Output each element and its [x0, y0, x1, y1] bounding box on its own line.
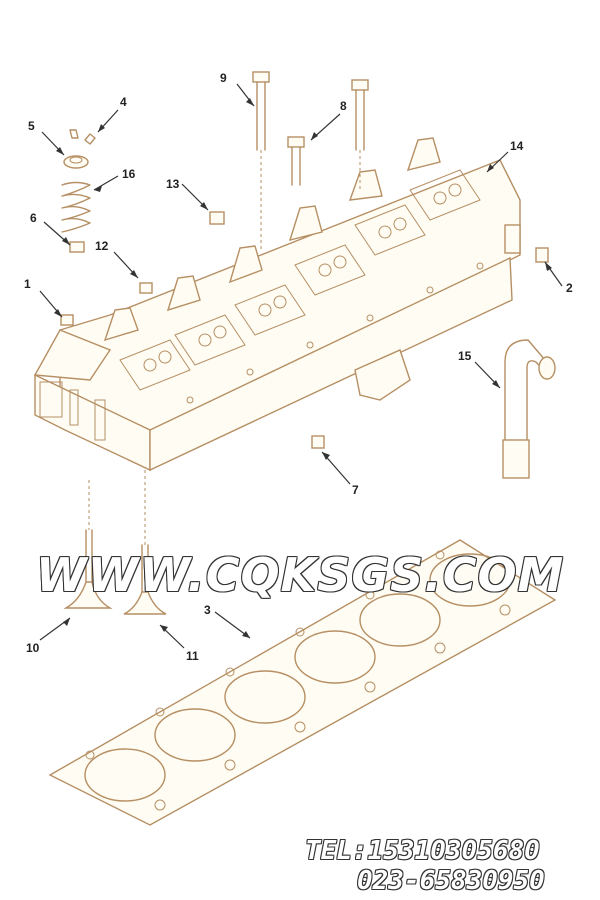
cylinder-head [33, 137, 521, 472]
plug-2 [535, 247, 549, 263]
callout-3: 3 [204, 603, 211, 617]
callout-11: 11 [186, 649, 199, 663]
valve-keeper [69, 129, 96, 145]
watermark-phone: 023-65830950 [357, 866, 545, 896]
callout-7: 7 [352, 483, 359, 497]
bolt-short [287, 136, 305, 186]
callout-15: 15 [458, 349, 472, 363]
callout-12: 12 [95, 239, 109, 253]
watermark-site: WWW.CQKSGS.COM [36, 548, 565, 602]
callout-8: 8 [340, 99, 347, 113]
callout-2: 2 [566, 281, 573, 295]
callout-10: 10 [26, 641, 40, 655]
callout-4: 4 [120, 95, 127, 109]
spring-retainer [63, 155, 89, 169]
valve-seal [69, 241, 85, 253]
valve-intake [63, 480, 113, 609]
leader-lines [39, 83, 563, 649]
bolt-long [252, 71, 270, 250]
head-gasket [48, 539, 557, 826]
callout-13: 13 [166, 177, 180, 191]
callout-16: 16 [122, 167, 136, 181]
plug-7 [311, 435, 325, 449]
callout-1: 1 [24, 277, 31, 291]
callout-6: 6 [30, 211, 37, 225]
watermark-tel: TEL:15310305680 [305, 836, 540, 866]
plug-1 [60, 314, 74, 326]
callout-labels: 1 2 3 4 5 6 7 8 9 10 11 12 13 14 15 16 [24, 71, 573, 663]
valve-spring [61, 181, 91, 233]
plug-13 [209, 211, 225, 225]
callout-9: 9 [220, 71, 227, 85]
callout-14: 14 [510, 139, 524, 153]
water-outlet-tube [502, 339, 556, 479]
callout-5: 5 [28, 119, 35, 133]
plug-12 [139, 282, 153, 294]
bolt-medium [351, 79, 369, 190]
valve-exhaust [123, 470, 167, 615]
